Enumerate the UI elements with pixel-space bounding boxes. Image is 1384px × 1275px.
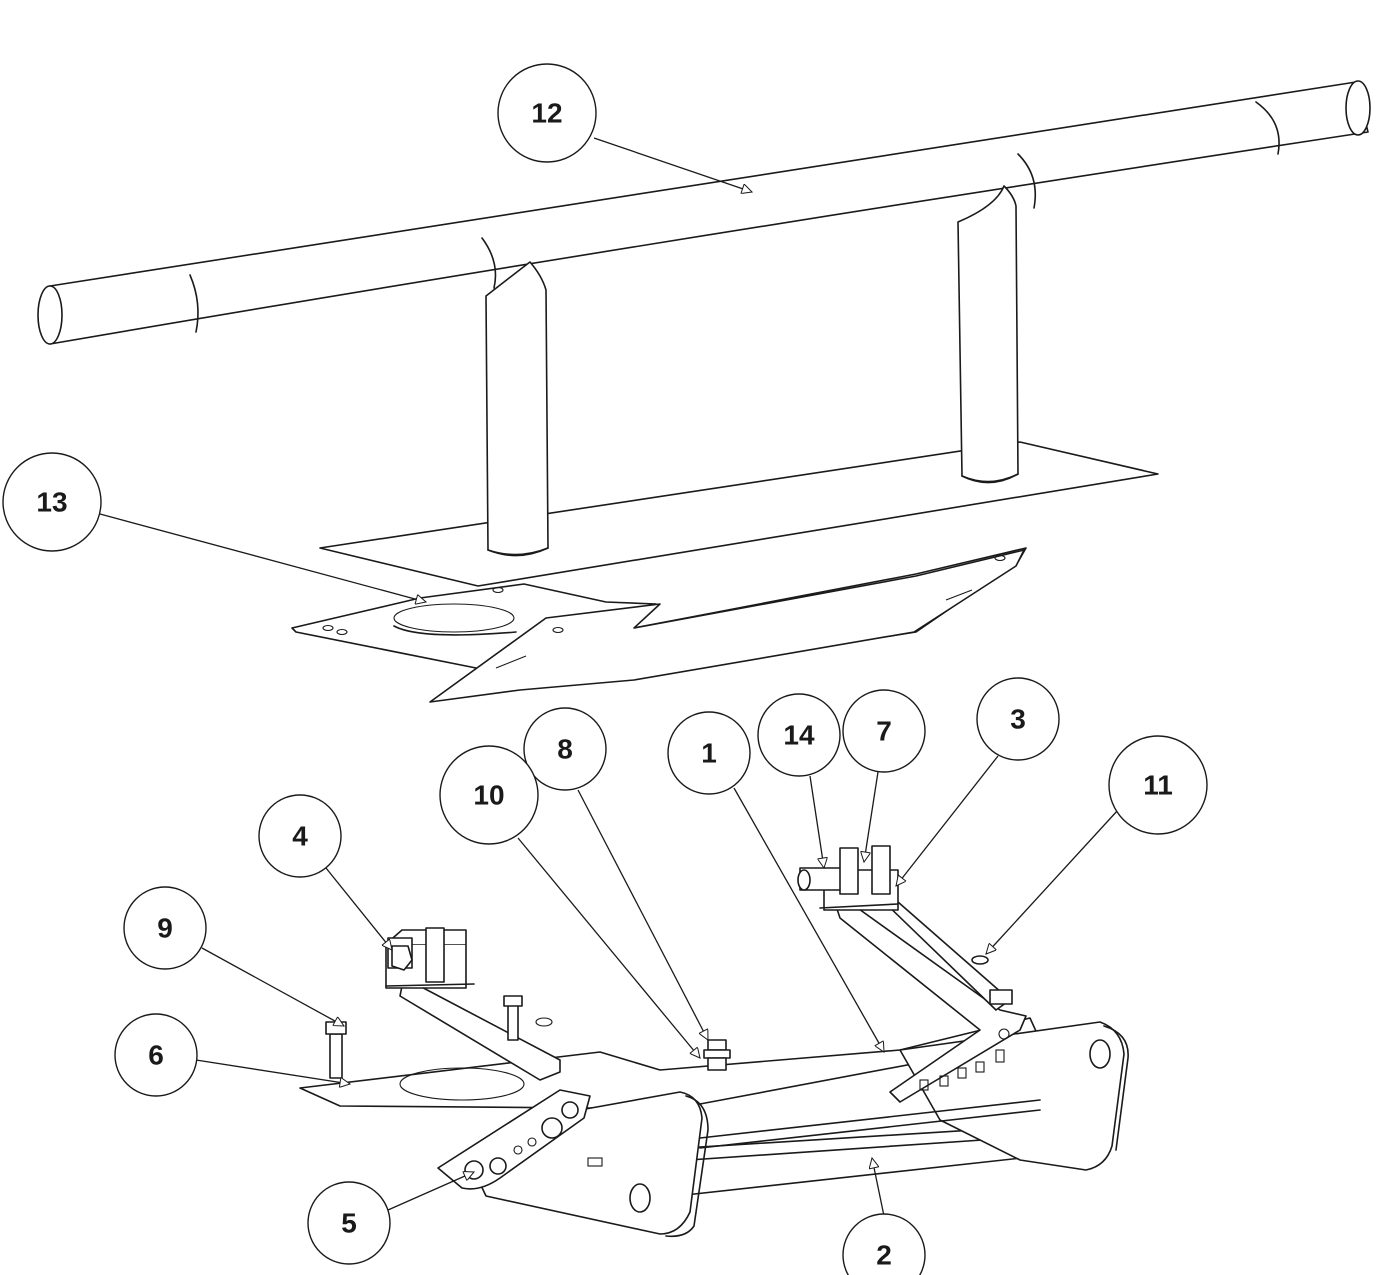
callout-4-label: 4 (292, 821, 308, 852)
right-bracket-assembly (797, 845, 1027, 1103)
callout-7: 7 (842, 689, 926, 773)
callout-13-label: 13 (36, 487, 67, 518)
callout-6-label: 6 (148, 1040, 164, 1071)
callout-12-label: 12 (531, 98, 562, 129)
callout-9: 9 (123, 886, 207, 970)
callout-11: 11 (1108, 735, 1208, 835)
callout-9-label: 9 (157, 913, 173, 944)
leader-lines (99, 137, 1119, 1217)
callout-5: 5 (307, 1181, 391, 1265)
bumper-tube-part (37, 80, 1371, 587)
callout-6: 6 (114, 1013, 198, 1097)
callout-1: 1 (667, 711, 751, 795)
callout-4: 4 (258, 794, 342, 878)
callout-1-label: 1 (701, 738, 717, 769)
callout-3: 3 (976, 677, 1060, 761)
callout-5-label: 5 (341, 1208, 357, 1239)
callout-10-label: 10 (473, 780, 504, 811)
callout-3-label: 3 (1010, 704, 1026, 735)
callout-12: 12 (497, 63, 597, 163)
callout-8-label: 8 (557, 734, 573, 765)
callout-13: 13 (2, 452, 102, 552)
nut-stack (703, 1039, 731, 1071)
callout-11-label: 11 (1143, 770, 1173, 801)
callout-14-label: 14 (783, 720, 815, 751)
callout-7-label: 7 (876, 716, 892, 747)
callout-10: 10 (439, 745, 539, 845)
callout-8: 8 (523, 707, 607, 791)
callout-2: 2 (842, 1213, 926, 1275)
callout-14: 14 (757, 693, 841, 777)
callout-2-label: 2 (876, 1240, 892, 1271)
mounting-plate-part (291, 547, 1027, 703)
